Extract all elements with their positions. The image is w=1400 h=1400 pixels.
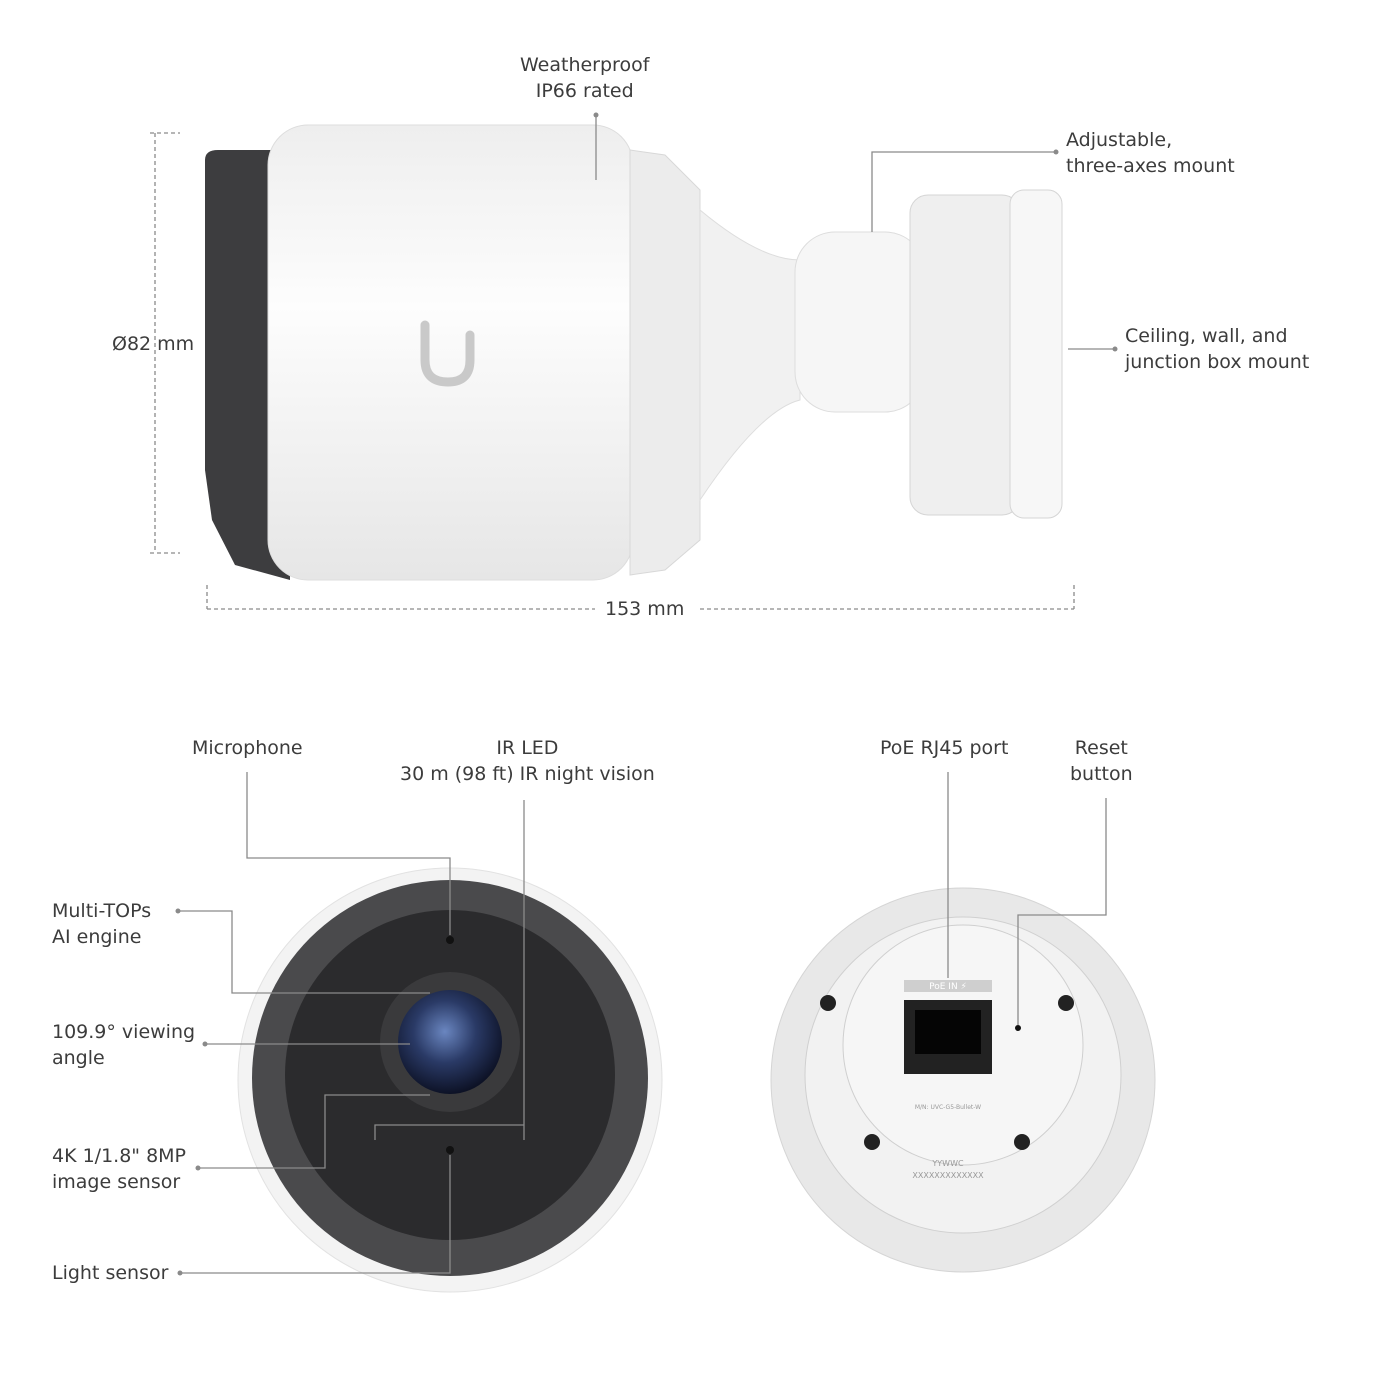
camera-side-view [205, 124, 1063, 581]
label-microphone: Microphone [192, 737, 303, 759]
label-mount: Adjustable,three-axes mount [1066, 129, 1235, 177]
ubiquiti-logo-icon [420, 320, 475, 387]
light-sensor [446, 1146, 454, 1154]
model-text: M/N: UVC-G5-Bullet-W [915, 1104, 981, 1111]
label-length: 153 mm [605, 598, 685, 620]
port-label: PoE IN ⚡ [929, 982, 967, 992]
label-poe-port: PoE RJ45 port [880, 737, 1009, 759]
leader-lines [150, 115, 1115, 1274]
label-light-sensor: Light sensor [52, 1262, 169, 1284]
reset-button [1015, 1025, 1021, 1031]
lens-icon [398, 990, 502, 1094]
microphone-hole [446, 936, 454, 944]
label-diameter: Ø82 mm [112, 333, 195, 355]
camera-back-view [770, 887, 1156, 1273]
serial: XXXXXXXXXXXXX [912, 1171, 984, 1180]
date-code: YYWWC [931, 1159, 964, 1168]
